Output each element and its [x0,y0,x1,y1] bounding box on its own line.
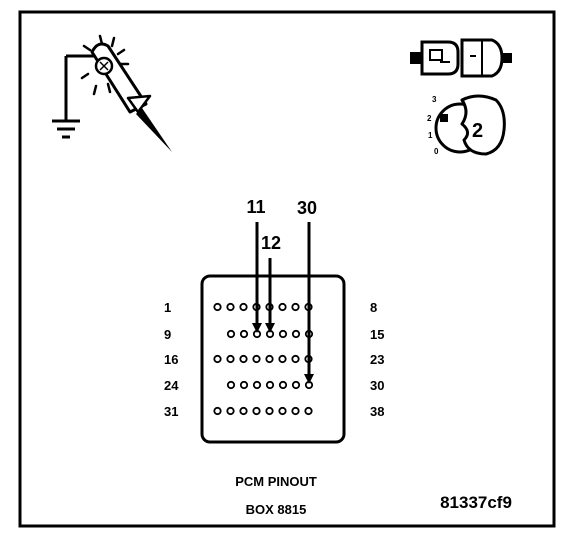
connector-pin [226,302,235,312]
connector-pin [226,354,235,364]
connector-pin [239,380,249,390]
connector-disconnect-icon [410,38,512,78]
row-label-right: 30 [370,378,384,393]
ignition-pos-3: 3 [432,95,437,104]
row-labels: 1 8 9 15 16 23 24 30 31 38 [164,300,384,419]
row-label-left: 9 [164,327,171,342]
connector-pin [239,406,248,416]
figure-id: 81337cf9 [440,493,512,512]
connector-pin [265,380,275,390]
row-label-right: 38 [370,404,384,419]
connector-pin [265,406,274,416]
connector-pin [252,354,261,364]
connector-pin [239,354,248,364]
ignition-pos-2: 2 [427,114,432,123]
ignition-pos-0: 0 [434,147,439,156]
row-label-left: 1 [164,300,171,315]
connector-pin [239,329,249,339]
caption-box-number: BOX 8815 [246,502,307,517]
connector-pin [252,380,262,390]
row-label-right: 15 [370,327,384,342]
probe-arrowhead [304,374,314,384]
probe-pin-label: 12 [261,233,281,253]
connector-pin [278,329,288,339]
row-label-left: 31 [164,404,178,419]
ignition-key-icon: 3 2 1 0 2 [427,94,506,156]
row-label-left: 24 [164,378,179,393]
connector-pin [213,354,222,364]
ignition-pos-1: 1 [428,131,433,140]
ground-icon [52,119,80,139]
connector-pin [278,406,287,416]
connector-pin [291,354,300,364]
connector-pin [252,406,261,416]
test-light-icon [64,34,172,152]
diagram-frame [18,10,556,528]
probe-arrowhead [252,323,262,333]
probe-pin-label: 11 [246,197,265,217]
connector-pin [291,329,301,339]
connector-pin [291,380,301,390]
connector-pin [291,406,300,416]
ignition-key-label: 2 [472,120,483,142]
connector-pin [278,302,287,312]
connector-pin [226,406,235,416]
row-label-left: 16 [164,352,178,367]
connector-pin [226,380,236,390]
row-label-right: 23 [370,352,384,367]
connector-pin [291,302,300,312]
probe-pin-label: 30 [297,198,317,218]
connector-pin [226,329,236,339]
connector-pin [278,380,288,390]
connector-pin [265,354,274,364]
probe-arrows: 11 12 30 [246,197,317,384]
probe-arrowhead [265,323,275,333]
connector-pin [213,406,222,416]
row-label-right: 8 [370,300,377,315]
caption-title: PCM PINOUT [235,474,317,489]
connector-pin [304,406,313,416]
connector-pin [278,354,287,364]
connector-pin [239,302,248,312]
connector-pin [213,302,222,312]
